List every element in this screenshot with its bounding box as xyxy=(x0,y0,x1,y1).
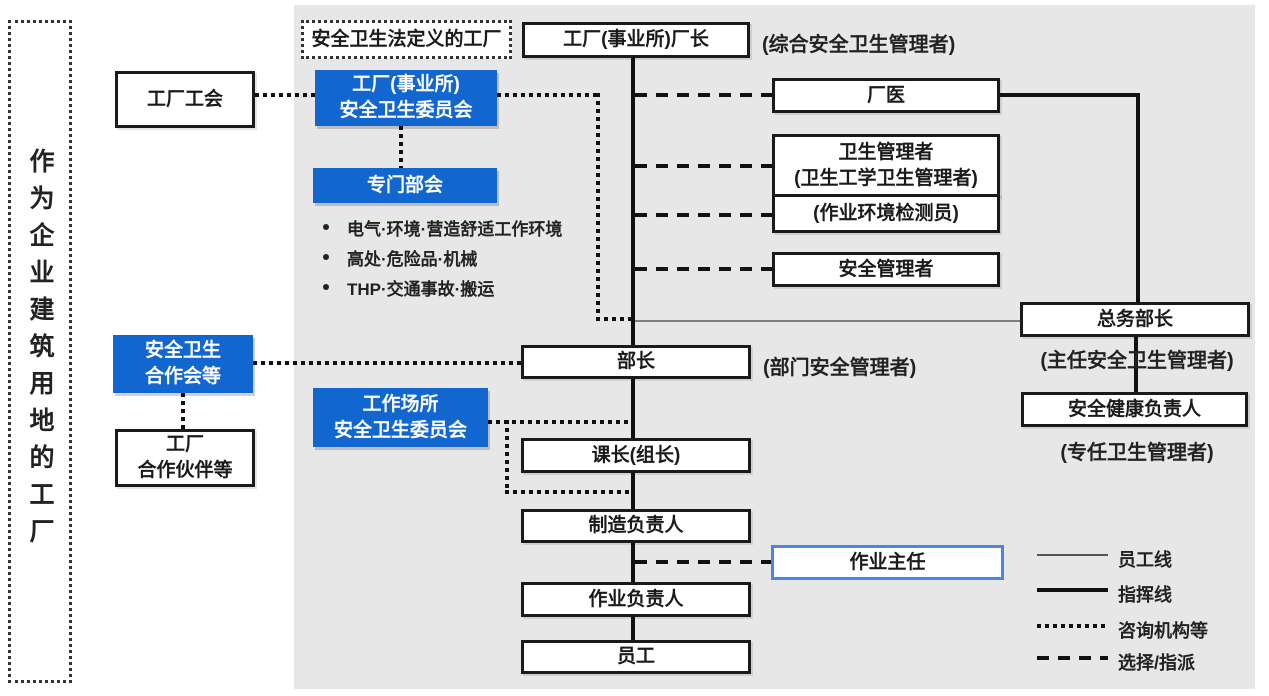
enterprise-zone-box: 作为企业建筑用地的工厂 xyxy=(8,20,72,683)
consult-line-workplace-down xyxy=(505,420,509,494)
consult-line-committee-down xyxy=(596,93,600,320)
consult-line-coop-depthead xyxy=(253,361,522,365)
operation-lead-box: 作业负责人 xyxy=(521,582,751,617)
employees-box: 员工 xyxy=(521,640,751,674)
list-item: 电气·环境·营造舒适工作环境 xyxy=(323,212,562,242)
legend-appoint-label: 选择/指派 xyxy=(1118,653,1196,673)
command-line-doctor-right xyxy=(1000,93,1140,97)
consult-line-workplace-lower xyxy=(505,490,635,494)
legend-appoint-line xyxy=(1037,656,1108,660)
law-defined-factory-box: 安全卫生法定义的工厂 xyxy=(301,20,512,59)
command-line-doctor-down xyxy=(1136,93,1140,302)
appoint-line-hygiene xyxy=(635,164,772,168)
safety-manager-box: 安全管理者 xyxy=(772,252,1000,287)
section-chief-box: 课长(组长) xyxy=(521,438,751,473)
work-env-inspector-box: (作业环境检测员) xyxy=(772,194,1000,233)
list-item: 高处·危险品·机械 xyxy=(323,242,562,272)
department-head-box: 部长 xyxy=(521,345,751,379)
appoint-line-doctor xyxy=(635,93,772,97)
consult-line-committee-right xyxy=(497,93,600,97)
consult-line-union xyxy=(255,93,315,97)
legend-consult-line xyxy=(1037,624,1108,628)
legend-command-label: 指挥线 xyxy=(1118,585,1172,605)
operation-chief-box: 作业主任 xyxy=(771,545,1004,580)
workplace-committee-box: 工作场所 安全卫生委员会 xyxy=(313,388,488,447)
appoint-line-operation-chief xyxy=(635,560,771,564)
legend-consult-label: 咨询机构等 xyxy=(1118,621,1208,641)
legend-employee-line xyxy=(1037,554,1108,556)
department-head-note: (部门安全管理者) xyxy=(763,357,917,379)
bullet-icon xyxy=(323,254,329,260)
health-safety-officer-box: 安全健康负责人 xyxy=(1021,392,1248,427)
appoint-line-safety xyxy=(635,267,772,271)
hygiene-manager-box: 卫生管理者 (卫生工学卫生管理者) xyxy=(772,134,1000,197)
plant-committee-box: 工厂(事业所) 安全卫生委员会 xyxy=(315,70,497,126)
subcommittee-topics: 电气·环境·营造舒适工作环境 高处·危险品·机械 THP·交通事故·搬运 xyxy=(323,212,562,302)
special-subcommittee-box: 专门部会 xyxy=(313,168,497,203)
factory-partners-box: 工厂 合作伙伴等 xyxy=(115,429,255,487)
consult-line-subcommittee xyxy=(399,126,403,168)
manufacturing-lead-box: 制造负责人 xyxy=(521,509,751,543)
factory-doctor-box: 厂医 xyxy=(772,78,1000,113)
command-line-director-officer xyxy=(1134,337,1138,392)
list-item: THP·交通事故·搬运 xyxy=(323,272,562,302)
legend-command-line xyxy=(1037,588,1108,592)
general-affairs-note: (主任安全卫生管理者) xyxy=(1040,350,1234,372)
bullet-icon xyxy=(323,284,329,290)
consult-line-coop-partners xyxy=(181,393,185,429)
plant-manager-note: (综合安全卫生管理者) xyxy=(762,34,956,56)
safety-cooperation-box: 安全卫生 合作会等 xyxy=(113,335,253,393)
general-affairs-director-box: 总务部长 xyxy=(1020,302,1250,337)
bullet-icon xyxy=(323,224,329,230)
legend-employee-label: 员工线 xyxy=(1118,550,1172,570)
employee-line-director xyxy=(635,320,1020,322)
health-safety-note: (专任卫生管理者) xyxy=(1060,442,1214,464)
plant-manager-box: 工厂(事业所)厂长 xyxy=(522,22,750,58)
enterprise-zone-label: 作为企业建筑用地的工厂 xyxy=(26,148,54,555)
factory-union-box: 工厂工会 xyxy=(115,71,255,128)
appoint-line-inspector xyxy=(635,213,772,217)
consult-line-committee-trunk xyxy=(596,317,635,321)
consult-line-workplace-trunk xyxy=(488,420,635,424)
